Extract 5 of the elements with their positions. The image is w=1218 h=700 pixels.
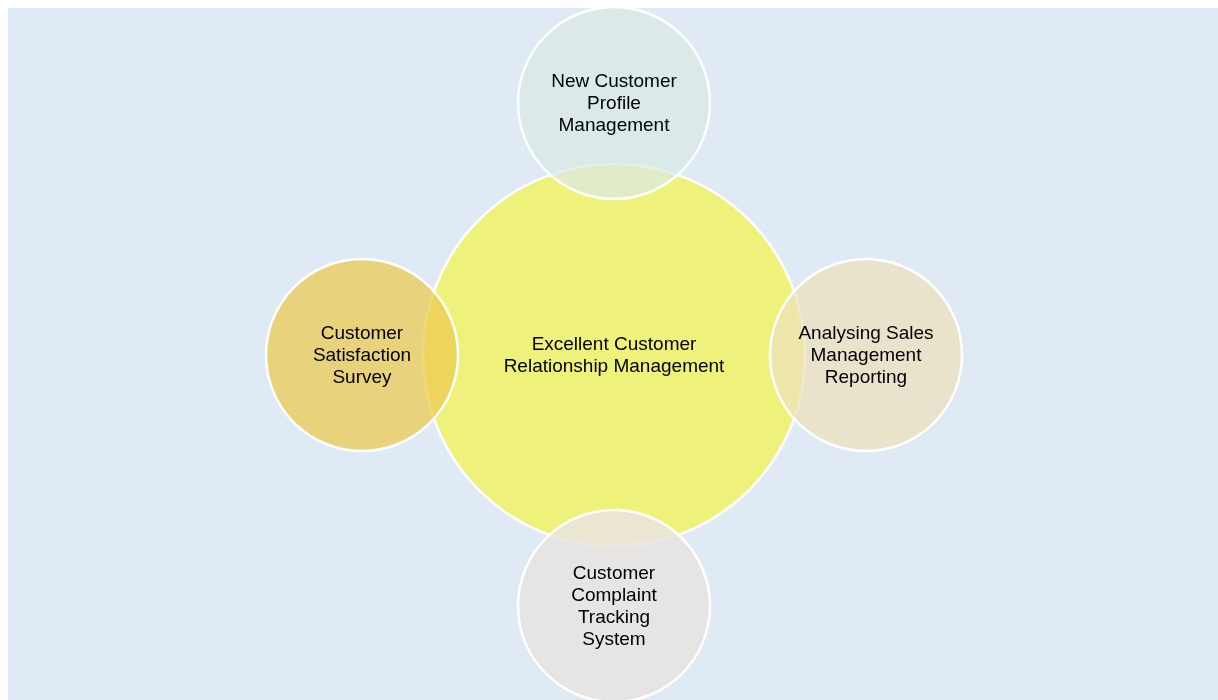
circle-label: Customer Satisfaction Survey xyxy=(311,322,413,388)
circle-label: Excellent Customer Relationship Management xyxy=(502,333,726,377)
circle-label: Analysing Sales Management Reporting xyxy=(797,322,935,388)
circle-label: Customer Complaint Tracking System xyxy=(570,562,658,650)
circle-label: New Customer Profile Management xyxy=(550,70,678,136)
